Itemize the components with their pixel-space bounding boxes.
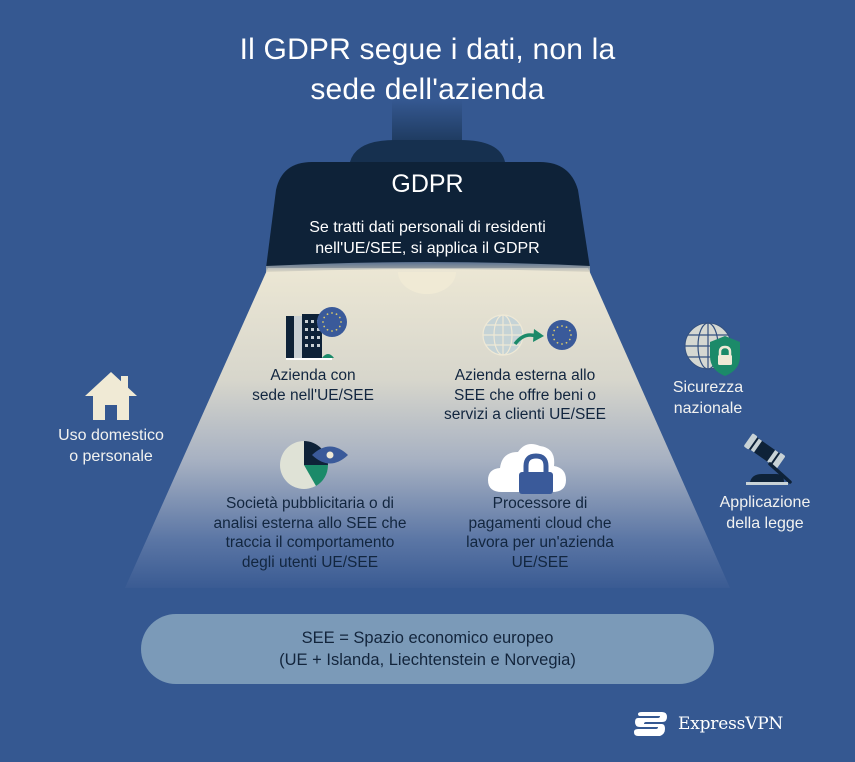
label-line: traccia il comportamento	[225, 534, 395, 551]
label-line: SEE che offre beni o	[454, 386, 596, 404]
gdpr-heading: GDPR	[391, 170, 464, 198]
label-line: Applicazione	[719, 494, 811, 511]
label-line: pagamenti cloud che	[468, 514, 612, 532]
in-scope-eu-company-label: Azienda con sede nell'UE/SEE	[223, 366, 403, 405]
expressvpn-logo-icon	[634, 712, 667, 736]
in-scope-cloud-processor-label: Processore di pagamenti cloud che lavora…	[440, 494, 640, 572]
in-scope-non-eea-company-label: Azienda esterna allo SEE che offre beni …	[420, 366, 630, 425]
label-line: Società pubblicitaria o di	[225, 495, 395, 512]
brand-name: ExpressVPN	[678, 714, 784, 734]
label-line: o personale	[69, 448, 153, 465]
label-line: degli utenti UE/SEE	[241, 553, 379, 571]
label-line: della legge	[726, 515, 804, 532]
label-line: UE/SEE	[511, 553, 569, 571]
label-line: Processore di	[492, 495, 588, 512]
page-title: Il GDPR segue i dati, non la sede dell'a…	[0, 30, 855, 110]
label-line: lavora per un'azienda	[466, 534, 614, 551]
eea-definition-line-2: (UE + Islanda, Liechtenstein e Norvegia)	[279, 651, 576, 669]
globe-shield-icon	[684, 322, 740, 376]
label-line: analisi esterna allo SEE che	[213, 514, 407, 532]
globe-to-eu-icon	[482, 314, 577, 356]
cloud-lock-icon	[488, 444, 566, 494]
eea-definition-box: SEE = Spazio economico europeo (UE + Isl…	[141, 614, 714, 684]
out-of-scope-law-enforcement-label: Applicazione della legge	[702, 492, 828, 534]
lamp-shade	[266, 162, 590, 268]
gdpr-description: Se tratti dati personali di residenti ne…	[275, 217, 580, 259]
label-line: Azienda esterna allo	[454, 367, 596, 384]
light-beam	[125, 268, 730, 588]
out-of-scope-household-label: Uso domestico o personale	[40, 425, 182, 467]
gdpr-description-line-1: Se tratti dati personali di residenti	[309, 219, 546, 236]
gdpr-description-line-2: nell'UE/SEE, si applica il GDPR	[315, 240, 540, 257]
lamp-bulb	[398, 272, 456, 294]
lamp-dome	[350, 140, 505, 162]
in-scope-ad-analytics-label: Società pubblicitaria o di analisi ester…	[190, 494, 430, 572]
out-of-scope-national-security-label: Sicurezza nazionale	[652, 377, 764, 419]
page-title-line-1: Il GDPR segue i dati, non la	[239, 33, 616, 66]
analytics-eye-icon	[280, 441, 348, 489]
label-line: servizi a clienti UE/SEE	[444, 406, 606, 423]
label-line: nazionale	[673, 400, 743, 417]
expressvpn-logo: ExpressVPN	[632, 708, 783, 740]
label-line: Uso domestico	[58, 427, 164, 444]
label-line: sede nell'UE/SEE	[252, 386, 374, 404]
house-icon	[85, 372, 137, 420]
label-line: Sicurezza	[672, 379, 744, 396]
gavel-icon	[744, 433, 792, 485]
label-line: Azienda con	[270, 367, 356, 384]
eea-definition-line-1: SEE = Spazio economico europeo	[301, 629, 554, 647]
page-title-line-2: sede dell'azienda	[310, 73, 545, 106]
eu-office-building-icon	[286, 307, 347, 360]
